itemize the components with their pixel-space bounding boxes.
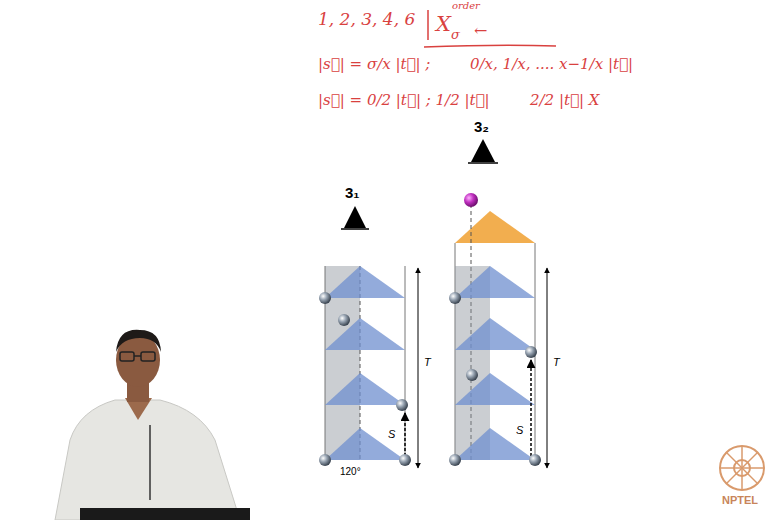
lecturer — [55, 330, 250, 520]
axis-symbol-label: 3₁ — [345, 184, 360, 201]
handwritten-subscript: σ — [451, 28, 460, 43]
ink-strokes — [424, 10, 556, 47]
handwritten-equation: |s⃗| = σ/x |t⃗| ; — [318, 56, 430, 73]
handwritten-note: 1, 2, 3, 4, 6 — [318, 10, 415, 30]
handwritten-equation: |s⃗| = 0/2 |t⃗| ; 1/2 |t⃗| — [318, 92, 490, 109]
nptel-logo — [720, 446, 764, 490]
handwritten-symbol: X — [436, 12, 451, 36]
translation-label: T — [553, 356, 560, 369]
screw-3-2-column — [449, 193, 547, 468]
axis-symbol-label: 3₂ — [474, 118, 489, 135]
angle-label: 120° — [340, 466, 361, 478]
screw-component-label: S — [516, 424, 523, 437]
screw-3-1-column — [319, 266, 418, 468]
screw-component-label: S — [388, 428, 395, 441]
translation-label: T — [424, 356, 431, 369]
threefold-symbol — [341, 139, 498, 229]
handwritten-equation: 0/x, 1/x, .... x−1/x |t⃗| — [470, 56, 633, 73]
logo-text: NPTEL — [722, 494, 758, 507]
handwritten-superscript: order — [452, 0, 480, 12]
handwritten-equation: 2/2 |t⃗| X — [530, 92, 600, 109]
handwritten-arrow: ← — [474, 22, 487, 40]
